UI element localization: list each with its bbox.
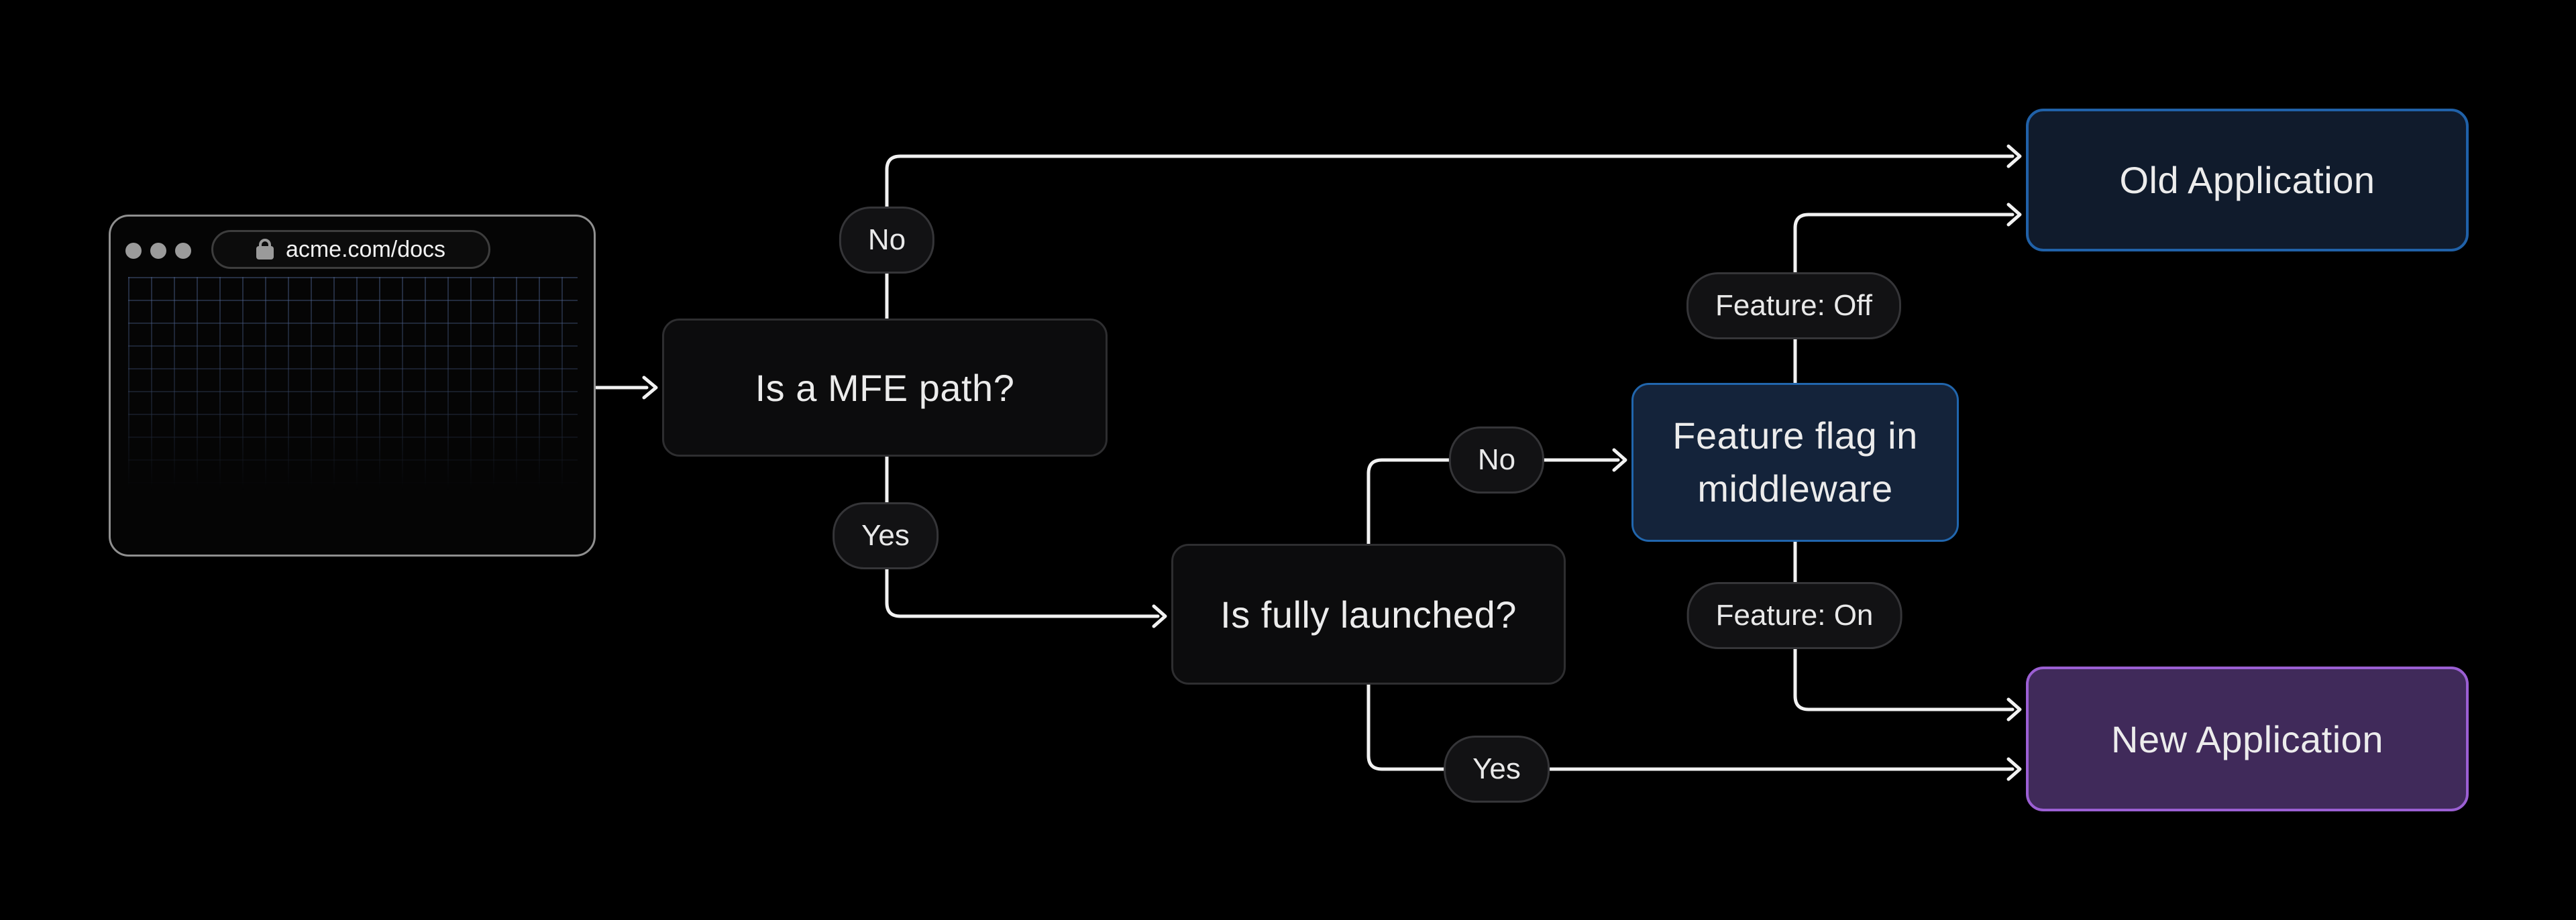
edge-label-no-mfe: No xyxy=(839,207,935,274)
url-bar: acme.com/docs xyxy=(211,230,490,269)
node-feature-flag-in-middleware: Feature flag in middleware xyxy=(1631,383,1959,542)
window-dot-icon xyxy=(125,243,142,259)
node-new-application: New Application xyxy=(2026,667,2469,811)
window-dot-icon xyxy=(175,243,191,259)
node-is-a-mfe-path: Is a MFE path? xyxy=(662,319,1108,457)
edge-label-yes-launched: Yes xyxy=(1444,736,1550,803)
edge-label-no-launched: No xyxy=(1448,426,1545,494)
node-old-application: Old Application xyxy=(2026,109,2469,251)
edge-label-feature-off: Feature: Off xyxy=(1686,272,1901,339)
browser-content-grid xyxy=(128,277,578,502)
edge-label-yes-mfe: Yes xyxy=(833,502,938,569)
edge-feature-off-to-old-application xyxy=(1793,203,2022,385)
edge-label-feature-on: Feature: On xyxy=(1686,582,1902,649)
edge-browser-to-mfe xyxy=(594,376,658,400)
edge-mfe-no-to-old-application xyxy=(885,144,2022,321)
edge-launched-no-to-feature-flag xyxy=(1366,448,1627,546)
lock-icon xyxy=(256,239,274,260)
edge-feature-on-to-new-application xyxy=(1793,540,2022,722)
window-dot-icon xyxy=(150,243,166,259)
window-controls xyxy=(125,243,191,259)
url-text: acme.com/docs xyxy=(285,236,446,262)
edge-launched-yes-to-new-application xyxy=(1366,683,2022,781)
node-is-fully-launched: Is fully launched? xyxy=(1171,544,1566,685)
browser-window: acme.com/docs xyxy=(109,215,596,557)
edge-mfe-yes-to-is-fully-launched xyxy=(885,455,1167,628)
